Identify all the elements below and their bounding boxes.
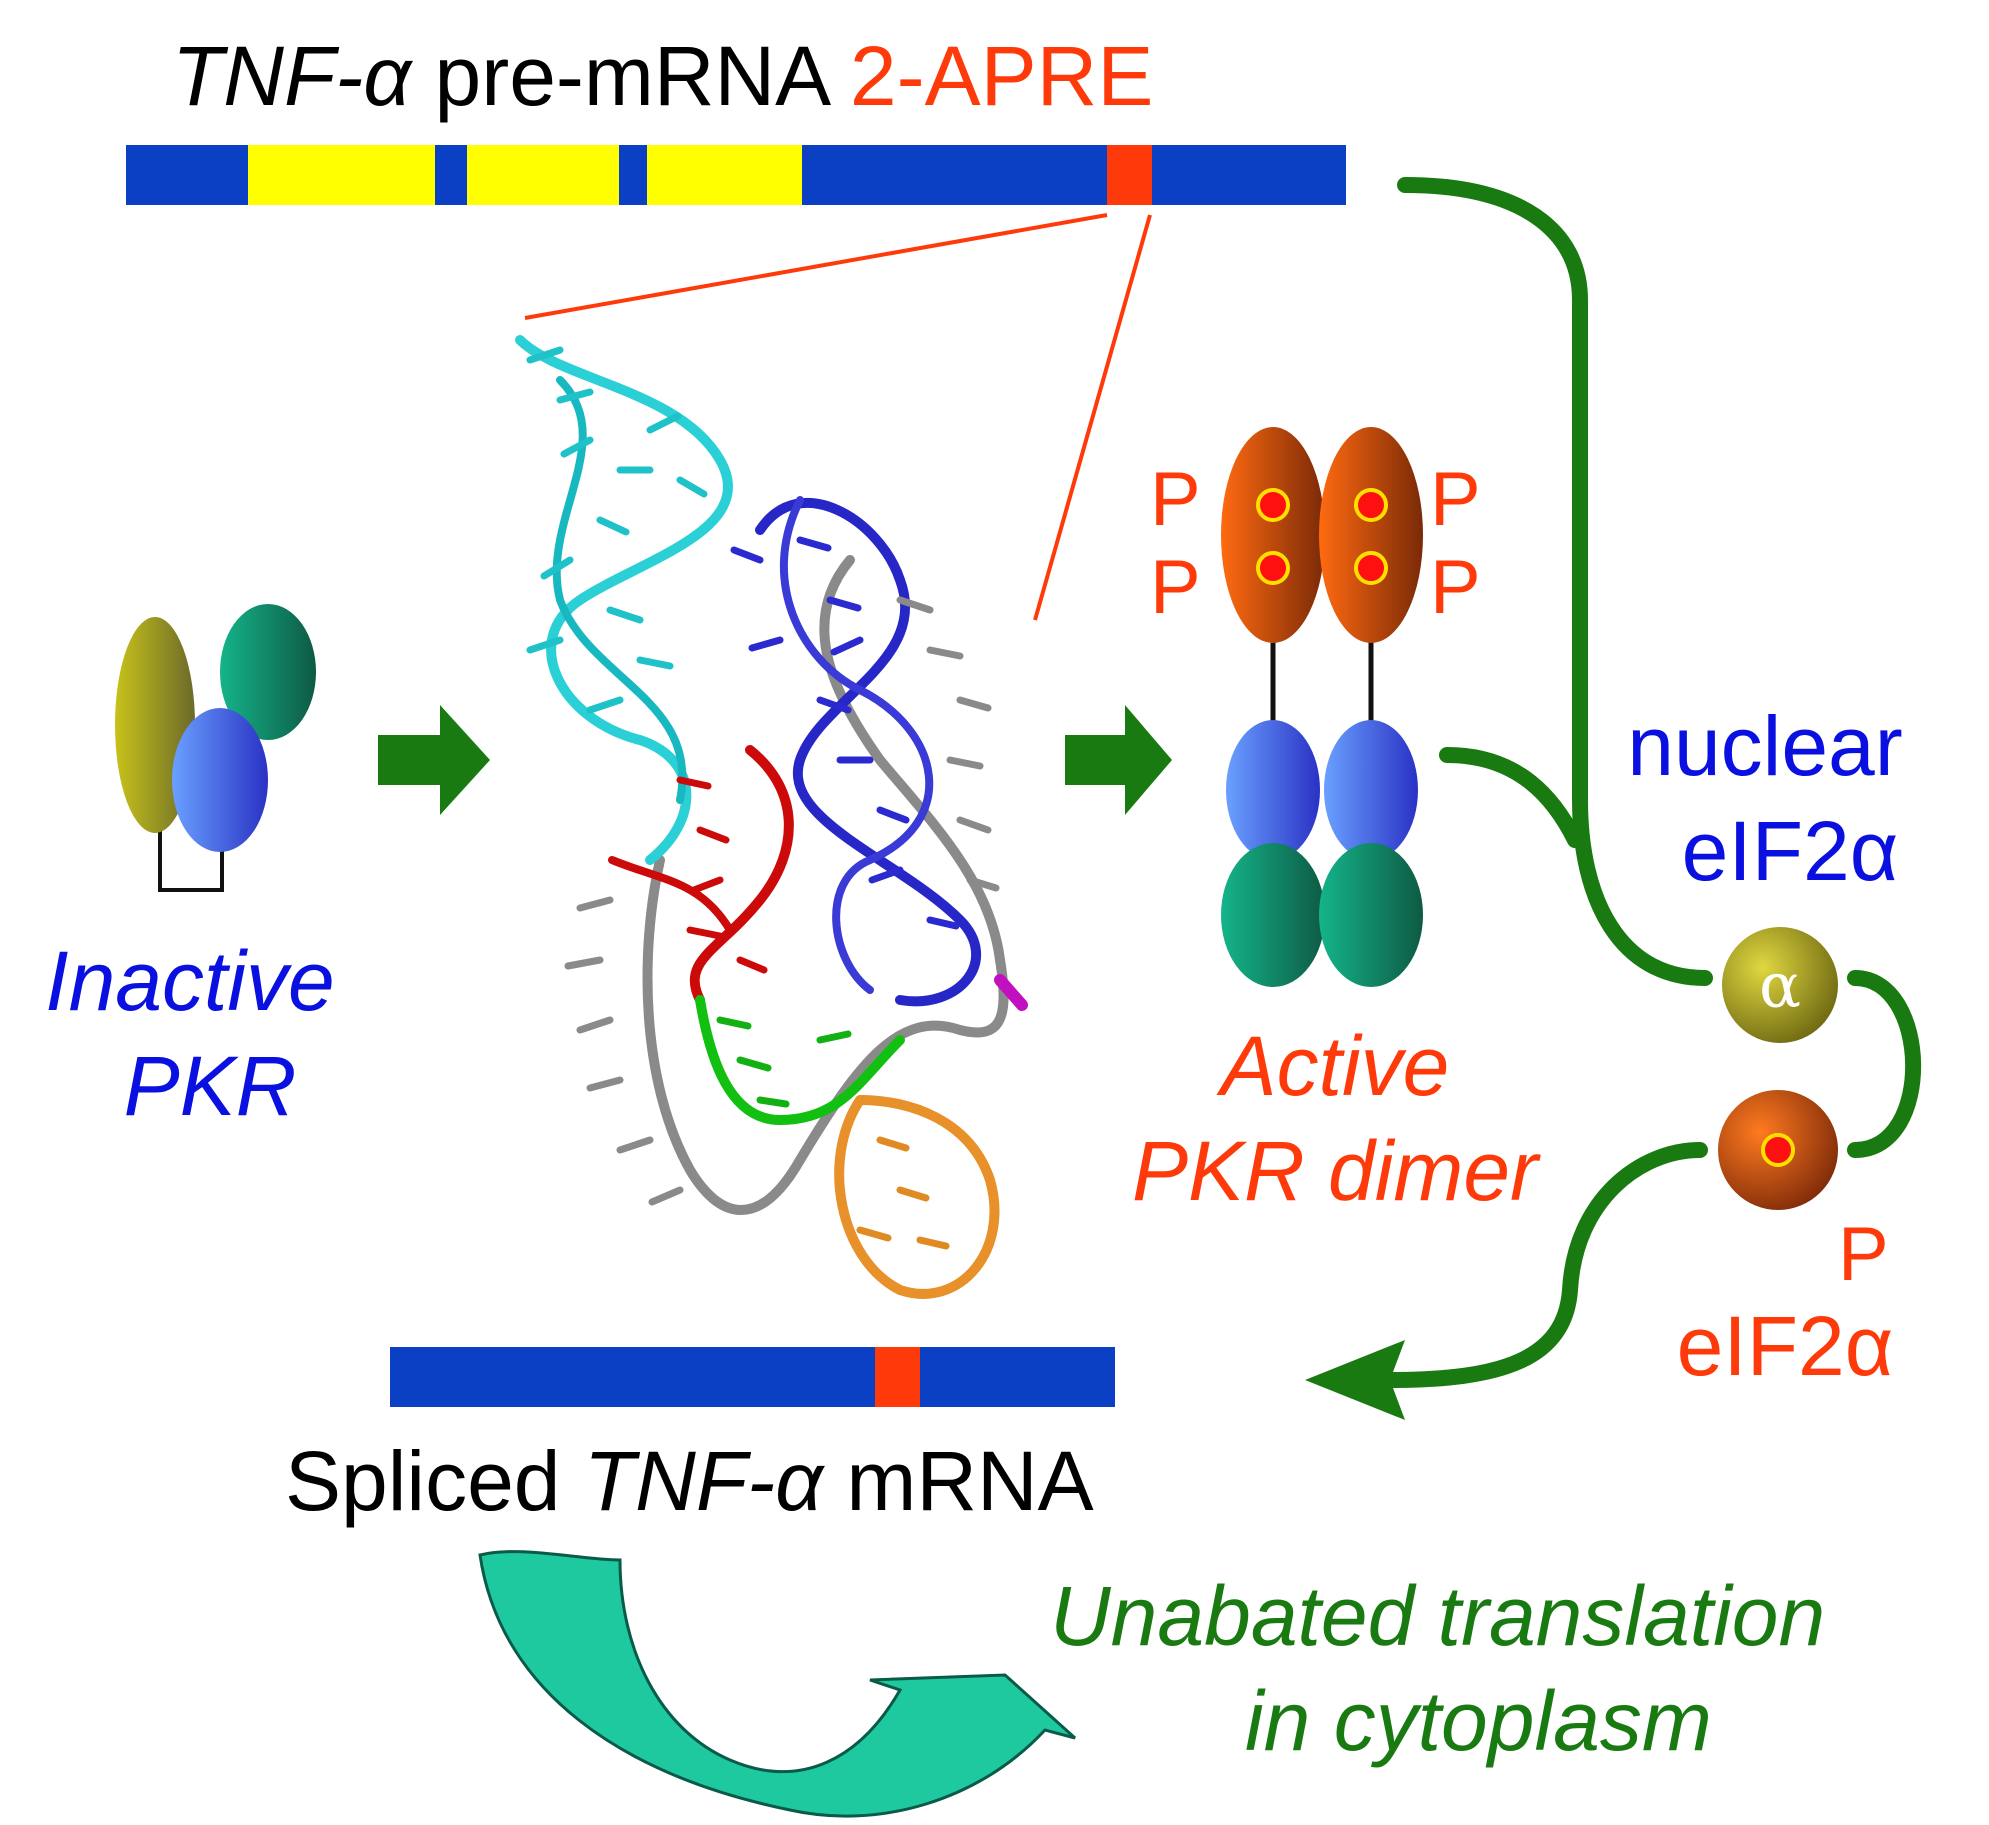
phospho-site-icon [1256, 551, 1290, 585]
intron-segment [467, 145, 619, 205]
inactive-pkr-label-line2: PKR [124, 1039, 297, 1133]
arrowhead-return-icon [1305, 1340, 1405, 1420]
rna-bases-gray [564, 596, 1000, 1206]
premrna-title-element: 2-APRE [850, 29, 1153, 123]
rna-strand-red [689, 745, 794, 1005]
phospho-eif2a-p-label: P [1838, 1212, 1889, 1297]
rna-bases-red [676, 776, 768, 974]
rna-strand-orange [834, 1095, 1000, 1299]
eif2a-subunit-symbol: α [1759, 949, 1801, 1022]
zoom-line-left [524, 213, 1108, 320]
rna-bases-green [716, 1016, 852, 1108]
inactive-pkr-label-line1: Inactive [45, 934, 335, 1028]
phospho-site-icon [1354, 488, 1388, 522]
phospho-label: P [1150, 457, 1201, 542]
exon-segment [619, 145, 647, 205]
rna-strand-gray [642, 555, 1009, 1215]
exon-segment [435, 145, 467, 205]
phospho-site-icon [1256, 488, 1290, 522]
intron-segment [647, 145, 802, 205]
nuclear-eif2a-line2: eIF2α [1682, 804, 1899, 898]
inactive-pkr-blue-domain [172, 708, 268, 852]
inactive-pkr-teal-domain [220, 604, 316, 740]
curved-translation-arrow-icon [478, 1550, 1077, 1818]
2-apre-segment [875, 1347, 920, 1407]
translation-label-line2: in cytoplasm [1245, 1674, 1712, 1768]
active-pkr-label-line2: PKR dimer [1132, 1124, 1541, 1218]
exon-segment [390, 1347, 875, 1407]
pkr-dsrbd-teal-left [1221, 843, 1325, 987]
arrow-to-active-pkr [1065, 705, 1172, 815]
inactive-pkr-icon [115, 604, 316, 892]
rna-strand-red-b [608, 856, 734, 934]
translation-label-line1: Unabated translation [1050, 1569, 1825, 1663]
premrna-title-rest: pre-mRNA [411, 29, 850, 123]
active-pkr-label-line1: Active [1216, 1019, 1450, 1113]
exon-segment [802, 145, 1107, 205]
arrow-to-structure [378, 705, 490, 815]
pkr-kinase-domain-right [1319, 427, 1423, 643]
rna-bases-orange [856, 1136, 950, 1250]
premrna-bar [126, 145, 1346, 205]
spliced-mrna-bar [390, 1347, 1115, 1407]
2-apre-segment [1107, 145, 1152, 205]
pathway-line-premrna [1397, 177, 1713, 986]
spliced-mrna-gene: TNF-α [584, 1434, 825, 1528]
rna-strand-green [695, 995, 905, 1126]
exon-segment [1152, 145, 1346, 205]
rna-strand-blue-a [755, 497, 982, 1007]
inactive-pkr-linker [158, 830, 224, 892]
phospho-site-icon [1354, 551, 1388, 585]
rna-strand-magenta [994, 974, 1028, 1011]
rna-strand-blue-b [780, 496, 934, 994]
exon-segment [126, 145, 248, 205]
phospho-eif2a-name: eIF2α [1677, 1299, 1894, 1393]
premrna-title: TNF-α pre-mRNA 2-APRE [172, 29, 1153, 123]
spliced-mrna-prefix: Spliced [285, 1434, 584, 1528]
pkr-kinase-domain-left [1221, 427, 1325, 643]
spliced-mrna-label: Spliced TNF-α mRNA [285, 1434, 1094, 1528]
pkr-dsrbd-teal-right [1319, 843, 1423, 987]
pkr-dsrbd-blue-right [1324, 720, 1418, 860]
phospho-site-icon [1761, 1133, 1795, 1167]
rna-3d-structure [515, 335, 1028, 1299]
intron-segment [248, 145, 435, 205]
phospho-label: P [1430, 545, 1481, 630]
rna-strand-cyan-a [515, 335, 733, 865]
eif2a-subunit-icon [1722, 927, 1838, 1043]
pathway-line-return [1382, 1142, 1708, 1388]
rna-bases-blue [730, 536, 960, 930]
exon-segment [920, 1347, 1115, 1407]
pathway-line-pkr [1439, 747, 1583, 848]
phospho-label: P [1430, 457, 1481, 542]
zoom-line-right [1033, 214, 1152, 621]
active-pkr-dimer-icon [1221, 427, 1423, 987]
phospho-label: P [1150, 545, 1201, 630]
pathway-loop-alpha [1847, 970, 1922, 1158]
nuclear-eif2a-line1: nuclear [1627, 699, 1903, 793]
rna-bases-cyan [526, 346, 708, 714]
spliced-mrna-suffix: mRNA [823, 1434, 1094, 1528]
premrna-title-gene: TNF-α [172, 29, 413, 123]
pkr-dsrbd-blue-left [1226, 720, 1320, 860]
